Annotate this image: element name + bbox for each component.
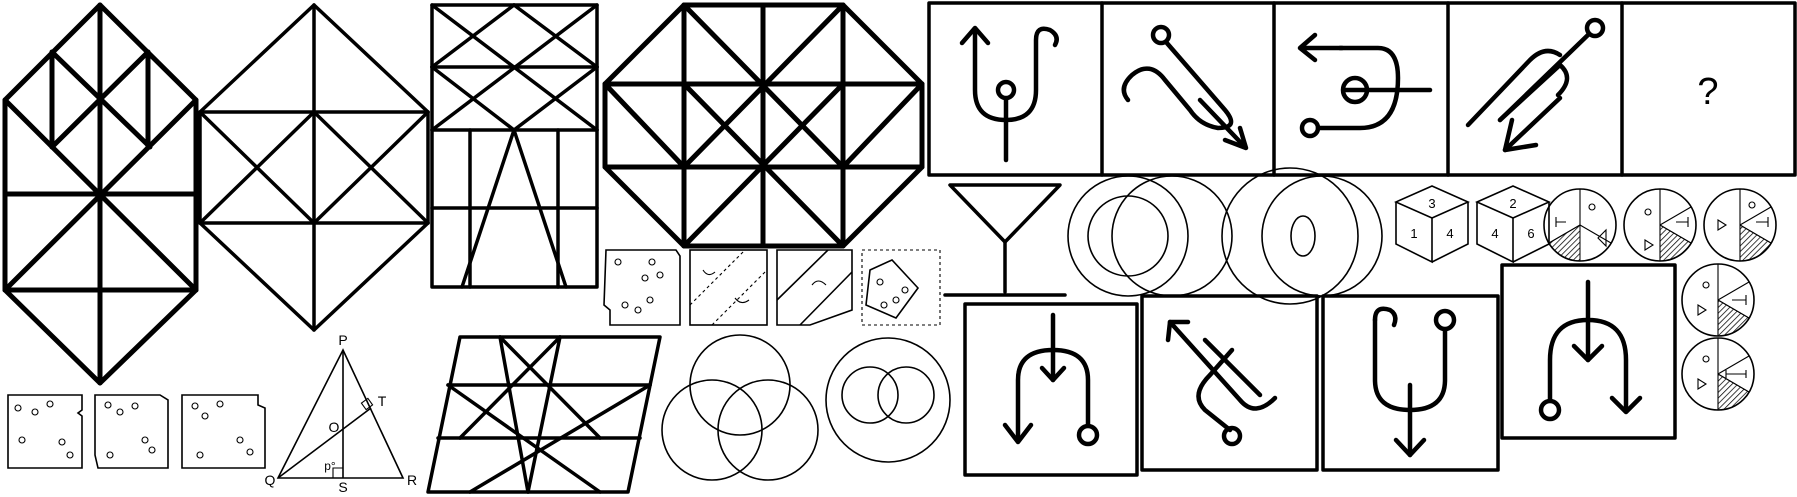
answer-option-1[interactable]	[963, 302, 1139, 477]
answer-option-4[interactable]	[1500, 263, 1677, 440]
label-angle-p: p°	[324, 459, 336, 473]
label-p: P	[338, 332, 347, 348]
three-circle-venn	[661, 334, 819, 481]
sector-circle-b	[1623, 188, 1697, 262]
cube-2-left: 4	[1491, 226, 1498, 241]
label-r: R	[407, 472, 417, 488]
strip-symbol-2	[1121, 24, 1249, 151]
sector-circle-e	[1681, 337, 1755, 411]
cube-2: 2 4 6	[1475, 185, 1551, 264]
puzzle-strip: ?	[927, 1, 1797, 177]
cube-1-top: 3	[1428, 196, 1435, 211]
octagon-figure	[602, 2, 925, 249]
triangle-pqr: P Q R S T O p°	[265, 332, 418, 495]
cube-2-top: 2	[1509, 196, 1516, 211]
label-s: S	[338, 479, 347, 495]
nested-venn	[825, 337, 951, 463]
hexagon-figure	[2, 2, 199, 386]
cube-1-left: 1	[1410, 226, 1417, 241]
sector-circle-c	[1703, 188, 1777, 262]
question-mark: ?	[1697, 71, 1718, 113]
label-t: T	[378, 393, 387, 409]
sector-circle-a	[1543, 188, 1617, 262]
cube-1-right: 4	[1446, 226, 1453, 241]
diamond-figure	[198, 3, 430, 332]
strip-symbol-1	[959, 25, 1059, 163]
cube-1: 3 1 4	[1394, 185, 1470, 264]
cube-2-right: 6	[1527, 226, 1534, 241]
strip-symbol-3	[1297, 32, 1433, 139]
folding-paper-sequence	[603, 249, 941, 326]
paper-punch-options	[7, 394, 266, 469]
label-q: Q	[265, 472, 276, 488]
venn-diagrams-row	[1067, 167, 1383, 305]
sector-circles	[1543, 188, 1777, 411]
funnel-figure	[943, 183, 1067, 297]
parallelogram-figure	[426, 335, 662, 494]
sector-circle-d	[1681, 263, 1755, 337]
strip-symbol-4	[1465, 17, 1606, 153]
answer-option-3[interactable]	[1321, 294, 1500, 472]
answer-option-2[interactable]	[1140, 294, 1319, 472]
rectangle-lattice-figure	[430, 3, 599, 289]
label-o: O	[329, 419, 340, 435]
